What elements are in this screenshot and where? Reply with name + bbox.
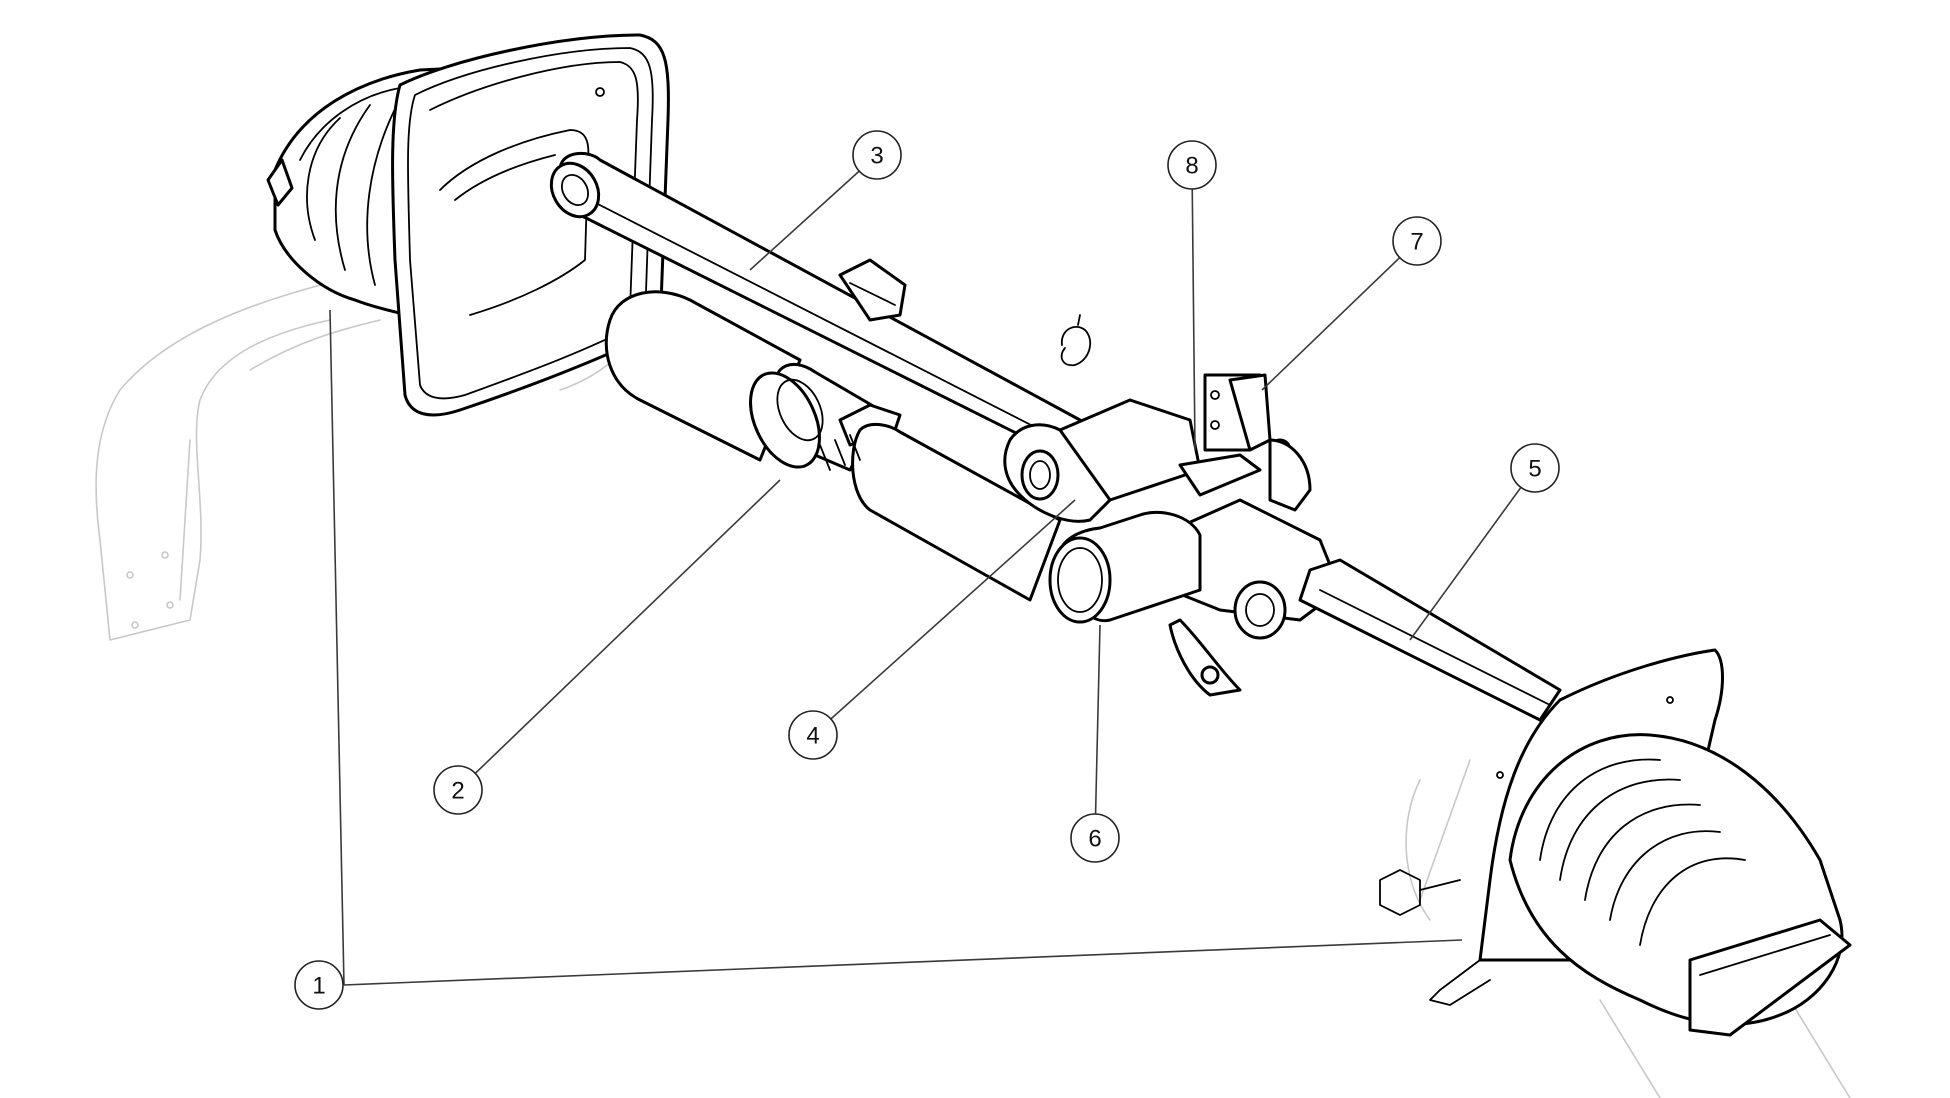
callout-1: 1 xyxy=(294,960,344,1010)
callout-2: 2 xyxy=(433,765,483,815)
callout-4: 4 xyxy=(788,710,838,760)
gas-cylinder xyxy=(604,290,1062,602)
lower-rod xyxy=(1298,558,1562,722)
leader-2 xyxy=(457,479,781,791)
leader-5 xyxy=(1409,467,1536,641)
callout-label-6: 6 xyxy=(1088,826,1101,853)
leader-7 xyxy=(1261,240,1418,391)
left-boot-flange xyxy=(391,33,670,417)
leader-4 xyxy=(812,499,1076,736)
callout-5: 5 xyxy=(1510,443,1560,493)
callout-7: 7 xyxy=(1392,216,1442,266)
rod-connector xyxy=(838,258,907,322)
leader-1b xyxy=(343,939,1463,986)
small-clip xyxy=(1060,314,1092,367)
callout-3: 3 xyxy=(852,130,902,180)
callout-label-3: 3 xyxy=(870,143,883,170)
callout-label-5: 5 xyxy=(1528,456,1541,483)
callout-label-2: 2 xyxy=(451,778,464,805)
callout-8: 8 xyxy=(1167,140,1217,190)
micro-switch xyxy=(1178,373,1312,512)
leader-3 xyxy=(749,154,878,271)
pivot-sleeve xyxy=(1048,510,1202,624)
right-ghost-lines xyxy=(1405,759,1851,1098)
leader-1a xyxy=(329,309,345,986)
callout-label-1: 1 xyxy=(312,973,325,1000)
callout-6: 6 xyxy=(1070,813,1120,863)
hex-bolt xyxy=(1379,869,1461,916)
callout-label-4: 4 xyxy=(806,723,819,750)
leader-lines xyxy=(329,154,1536,986)
right-boot-bellows xyxy=(1508,733,1852,1037)
leader-6 xyxy=(1094,624,1101,839)
callout-label-7: 7 xyxy=(1410,229,1423,256)
callout-label-8: 8 xyxy=(1185,153,1198,180)
leader-8 xyxy=(1191,164,1196,451)
